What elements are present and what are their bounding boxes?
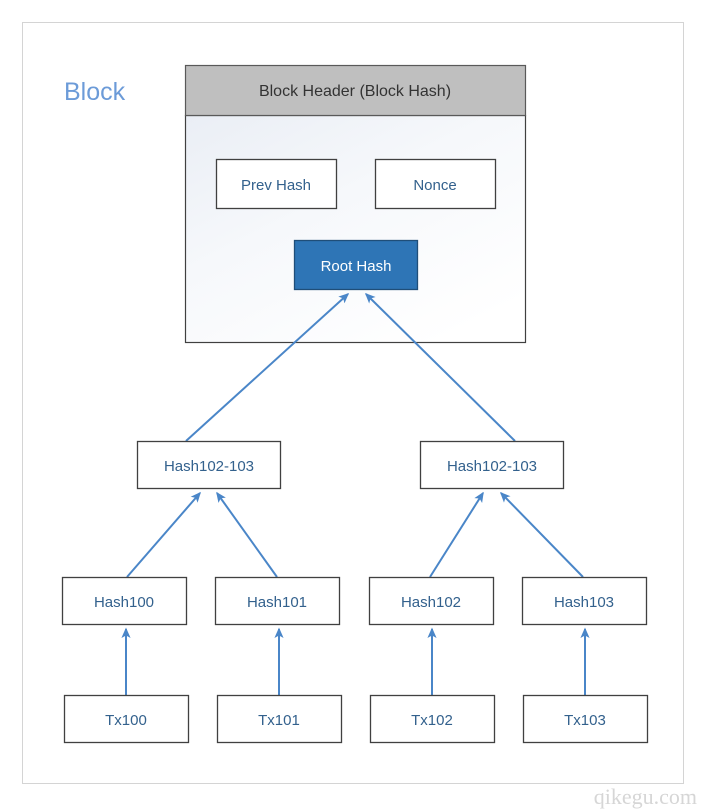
tx102-rect[interactable] xyxy=(369,694,496,744)
hash100-rect[interactable] xyxy=(61,576,188,626)
root-hash-label: Root Hash xyxy=(321,258,392,275)
hash-left-branch-rect[interactable] xyxy=(136,440,282,490)
hash100-label: Hash100 xyxy=(94,594,154,611)
tx103-rect[interactable] xyxy=(522,694,649,744)
node-nonce[interactable]: Nonce xyxy=(374,158,497,210)
node-tx100[interactable]: Tx100 xyxy=(63,694,190,744)
prev-hash-label: Prev Hash xyxy=(241,177,311,194)
hash-right-branch-rect[interactable] xyxy=(419,440,565,490)
tx101-rect[interactable] xyxy=(216,694,343,744)
prev-hash-rect[interactable] xyxy=(215,158,338,210)
arrow-hash100-to-left-branch xyxy=(126,491,201,578)
watermark: qikegu.com xyxy=(594,784,697,809)
hash-left-branch-label: Hash102-103 xyxy=(164,458,254,475)
hash103-label: Hash103 xyxy=(554,594,614,611)
node-prev-hash[interactable]: Prev Hash xyxy=(215,158,338,210)
page-title: Block xyxy=(64,78,126,106)
node-hash100[interactable]: Hash100 xyxy=(61,576,188,626)
tx103-label: Tx103 xyxy=(564,712,606,729)
hash101-label: Hash101 xyxy=(247,594,307,611)
node-hash101[interactable]: Hash101 xyxy=(214,576,341,626)
hash102-label: Hash102 xyxy=(401,594,461,611)
node-hash102[interactable]: Hash102 xyxy=(368,576,495,626)
tx100-label: Tx100 xyxy=(105,712,147,729)
node-tx102[interactable]: Tx102 xyxy=(369,694,496,744)
hash101-rect[interactable] xyxy=(214,576,341,626)
node-root-hash[interactable]: Root Hash xyxy=(293,239,419,291)
hash-right-branch-label: Hash102-103 xyxy=(447,458,537,475)
arrow-hash101-to-left-branch xyxy=(216,491,278,578)
hash103-rect[interactable] xyxy=(521,576,648,626)
hash102-rect[interactable] xyxy=(368,576,495,626)
arrow-hash103-to-right-branch xyxy=(499,491,584,578)
nonce-rect[interactable] xyxy=(374,158,497,210)
arrow-right-branch-to-root xyxy=(364,292,516,442)
node-hash103[interactable]: Hash103 xyxy=(521,576,648,626)
arrow-hash102-to-right-branch xyxy=(429,491,484,578)
block-header-label: Block Header (Block Hash) xyxy=(259,83,451,100)
block-header: Block Header (Block Hash) xyxy=(184,64,527,117)
arrow-left-branch-to-root xyxy=(185,293,350,442)
node-tx103[interactable]: Tx103 xyxy=(522,694,649,744)
node-hash-left-branch[interactable]: Hash102-103 xyxy=(136,440,282,490)
block-body xyxy=(184,114,527,344)
block-header-rect xyxy=(184,64,527,117)
node-hash-right-branch[interactable]: Hash102-103 xyxy=(419,440,565,490)
tx102-label: Tx102 xyxy=(411,712,453,729)
node-tx101[interactable]: Tx101 xyxy=(216,694,343,744)
tx101-label: Tx101 xyxy=(258,712,300,729)
tx100-rect[interactable] xyxy=(63,694,190,744)
root-hash-rect[interactable] xyxy=(293,239,419,291)
nonce-label: Nonce xyxy=(413,177,456,194)
